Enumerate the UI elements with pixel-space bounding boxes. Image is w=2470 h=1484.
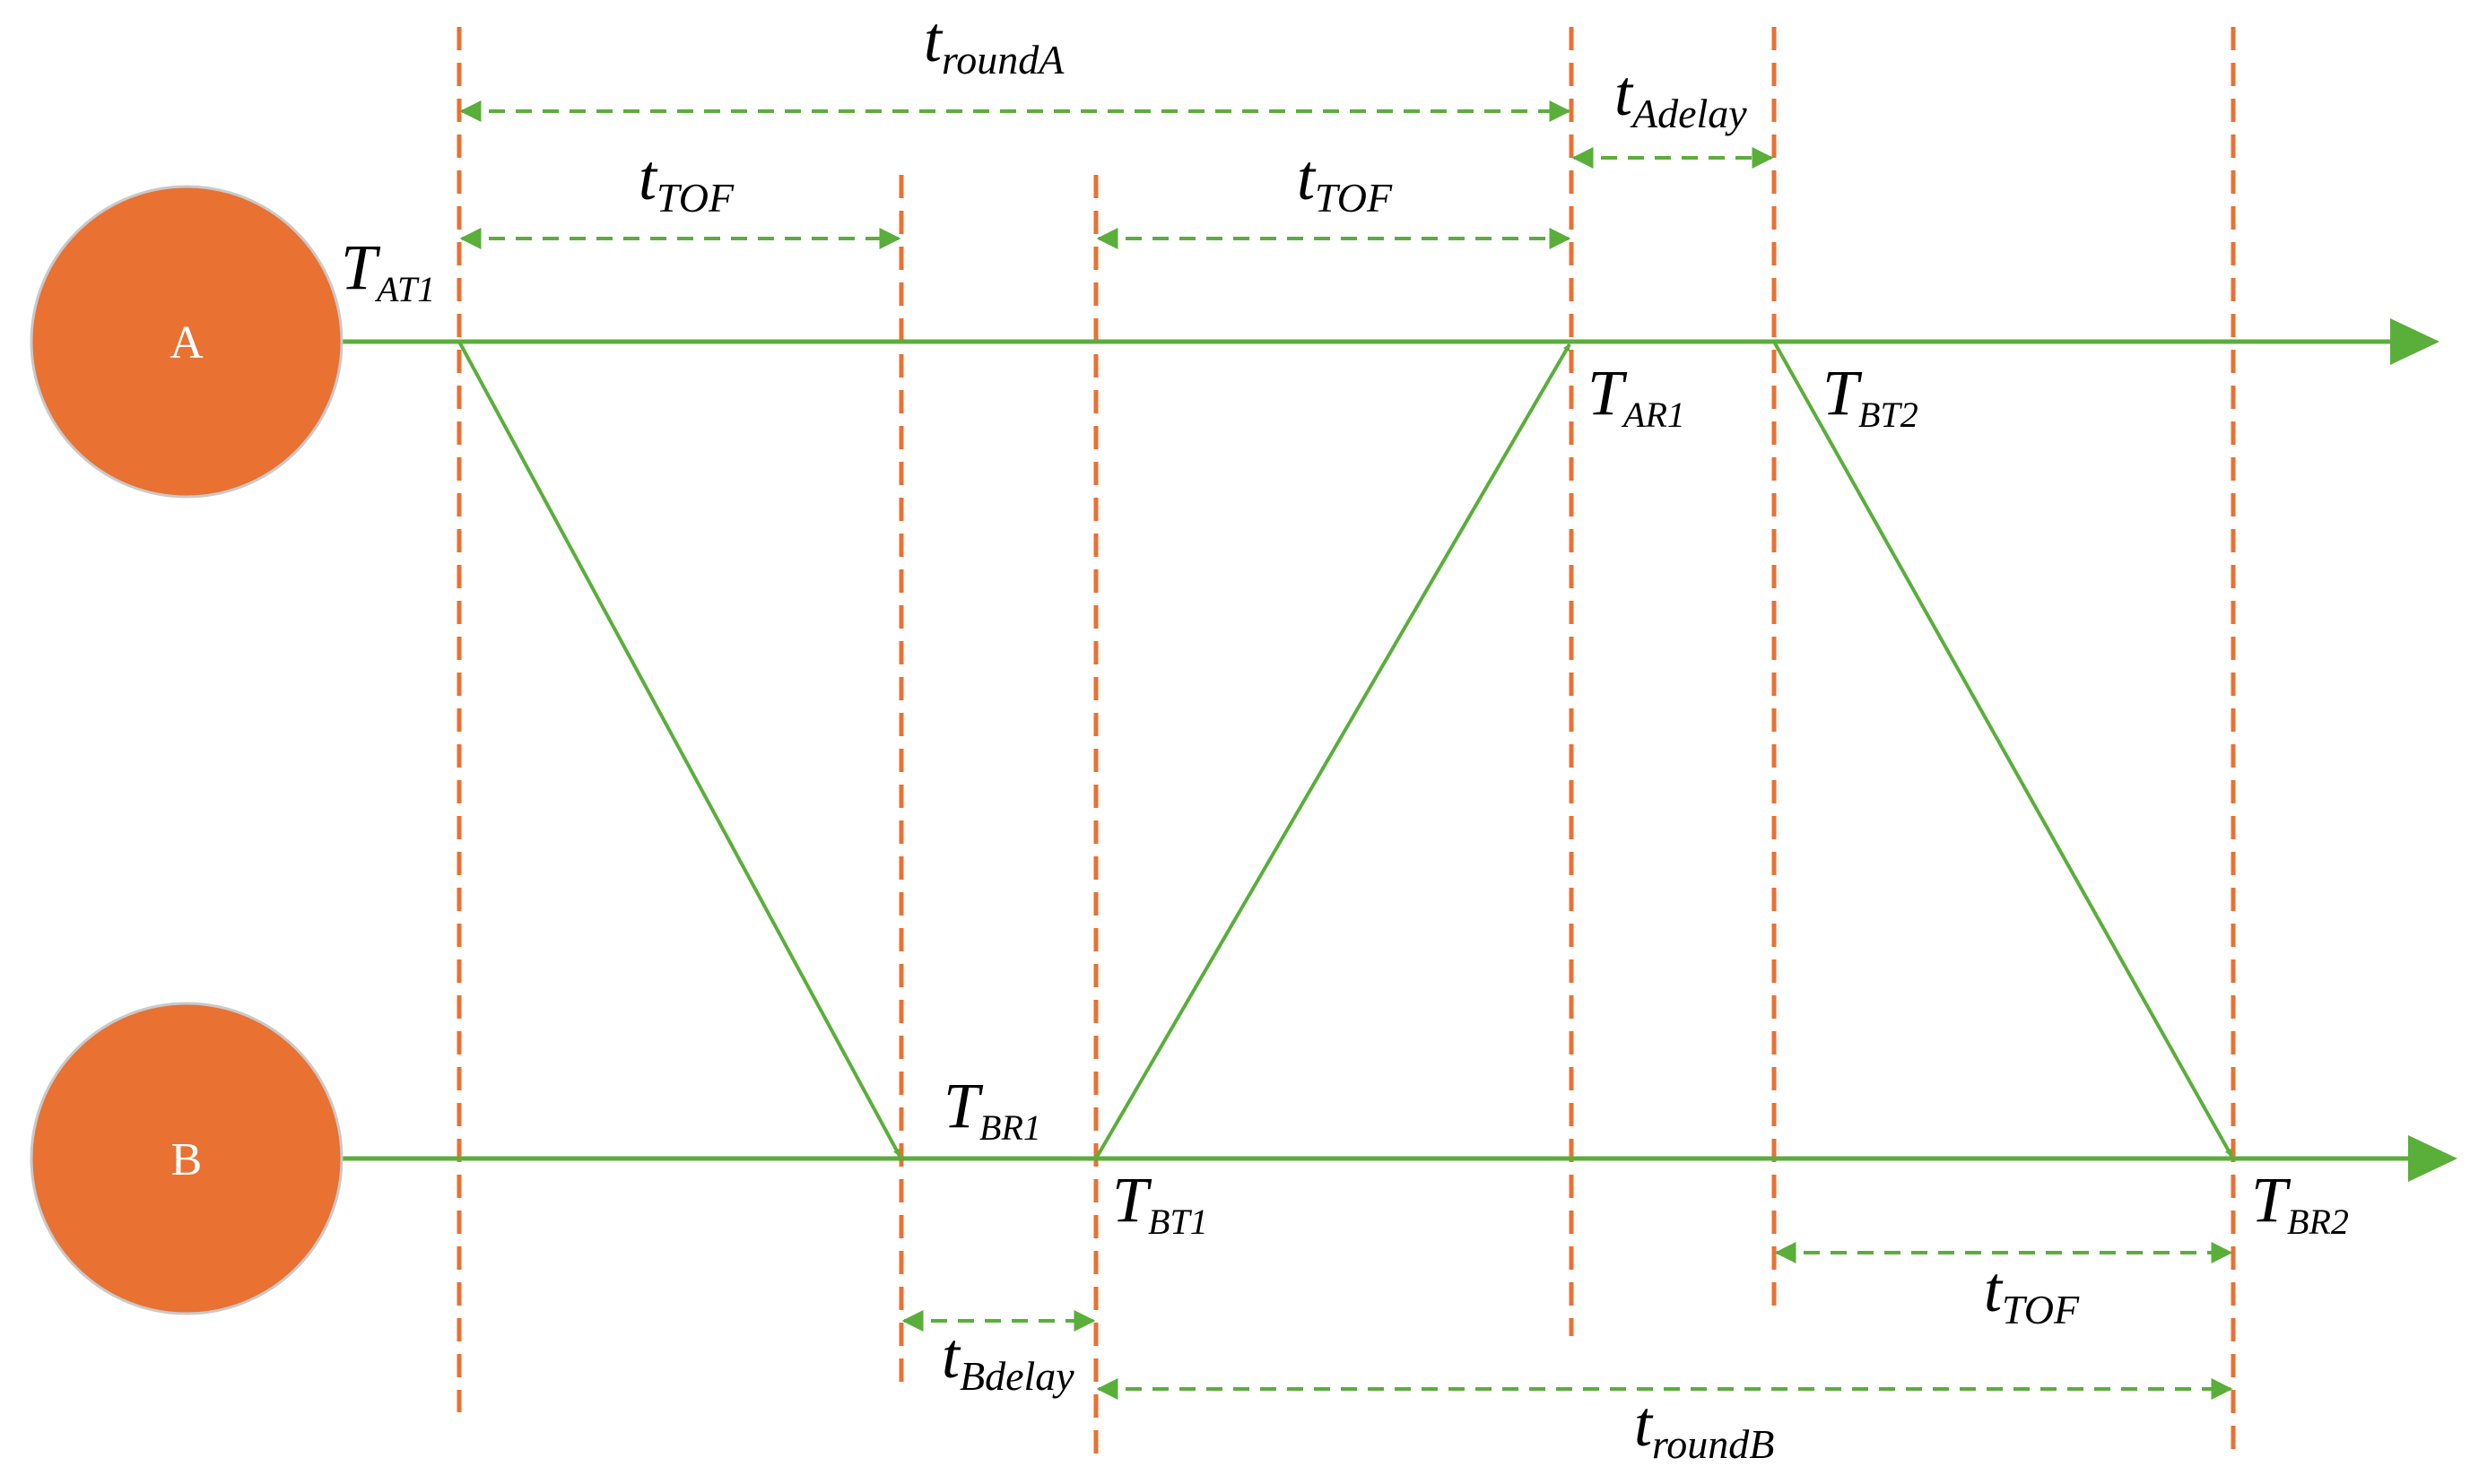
guide-lines bbox=[457, 27, 2236, 1462]
event-label-tar1: TAR1 bbox=[1587, 357, 1685, 435]
interval-label-tof-1: tTOF bbox=[639, 142, 735, 221]
interval-label-round-b: troundB bbox=[1634, 1388, 1774, 1467]
event-label-tbt2: TBT2 bbox=[1822, 357, 1918, 435]
interval-label-round-a: troundA bbox=[924, 4, 1065, 82]
message-a-to-b-1 bbox=[457, 341, 901, 1157]
message-arrows bbox=[457, 341, 2233, 1160]
message-a-to-b-2 bbox=[1772, 341, 2233, 1157]
event-label-tbt1: TBT1 bbox=[1112, 1164, 1208, 1242]
node-b-label: B bbox=[171, 1134, 203, 1185]
node-a: A bbox=[30, 185, 344, 499]
interval-label-tof-2: tTOF bbox=[1297, 142, 1393, 221]
node-a-label: A bbox=[170, 317, 204, 369]
interval-arrows bbox=[459, 100, 2233, 1400]
node-b: B bbox=[30, 1002, 344, 1315]
event-label-tbr2: TBR2 bbox=[2251, 1164, 2349, 1242]
timeline-b bbox=[343, 1135, 2457, 1182]
interval-label-b-delay: tBdelay bbox=[942, 1320, 1074, 1399]
event-label-tbr1: TBR1 bbox=[944, 1070, 1041, 1148]
interval-label-tof-3: tTOF bbox=[1984, 1254, 2080, 1332]
message-b-to-a bbox=[1094, 343, 1571, 1160]
timeline-a bbox=[343, 318, 2440, 365]
interval-label-a-delay: tAdelay bbox=[1614, 57, 1747, 136]
event-label-tat1: TAT1 bbox=[341, 231, 435, 309]
